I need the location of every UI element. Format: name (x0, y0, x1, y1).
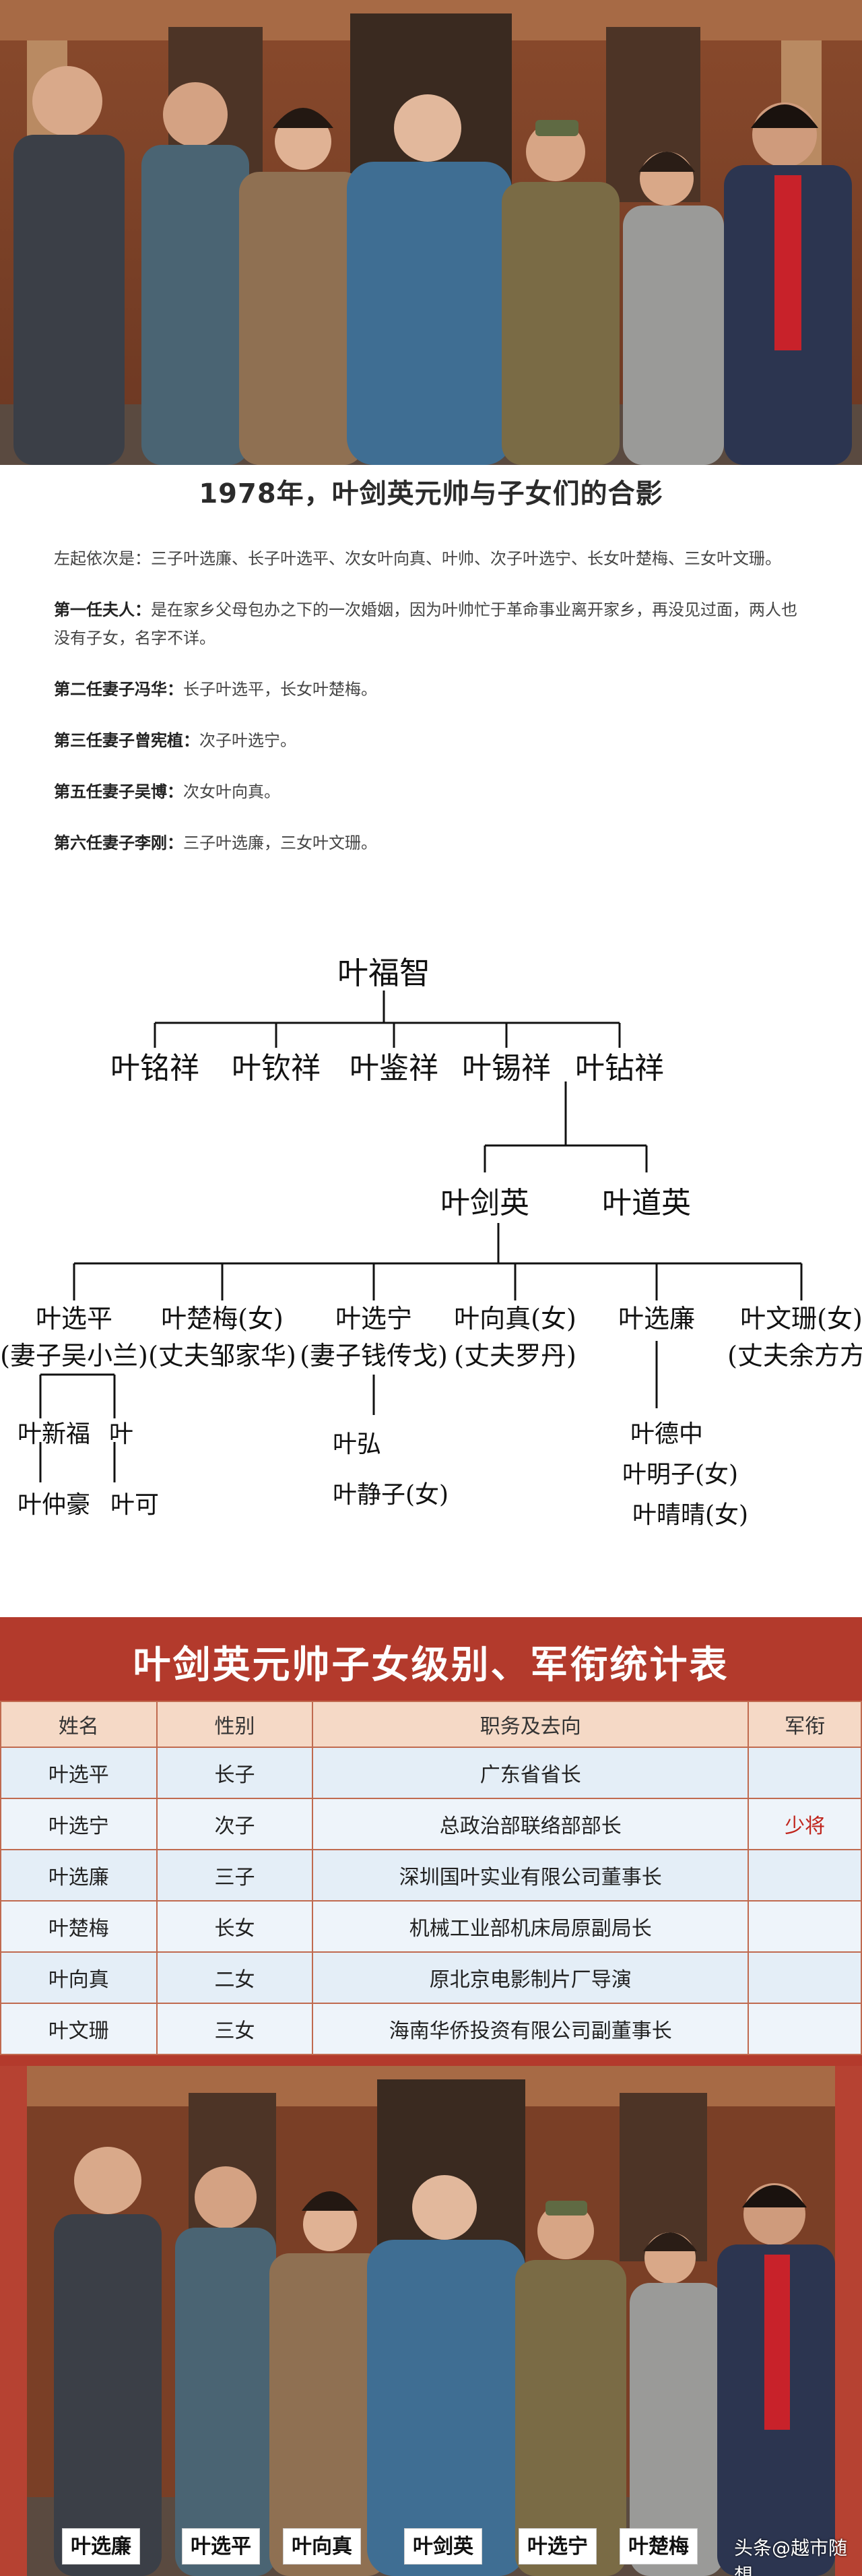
table-row: 叶向真 二女 原北京电影制片厂导演 (0, 1951, 862, 2004)
tree-gen5-item: 叶可 (110, 1491, 159, 1519)
cell-name: 叶选廉 (0, 1849, 158, 1902)
tree-gen5-item: 叶晴晴(女) (632, 1501, 748, 1529)
cell-position: 广东省省长 (312, 1747, 750, 1799)
table-row: 叶选平 长子 广东省省长 (0, 1747, 862, 1799)
caption-title: 1978年，叶剑英元帅与子女们的合影 (199, 478, 663, 509)
photo-name-label: 叶向真 (283, 2528, 361, 2565)
cell-gender: 二女 (156, 1951, 314, 2004)
column-header: 姓名 (0, 1701, 158, 1748)
cell-position: 海南华侨投资有限公司副董事长 (312, 2003, 750, 2055)
caption-body: 左起依次是：三子叶选廉、长子叶选平、次女叶向真、叶帅、次子叶选宁、长女叶楚梅、三… (54, 544, 808, 880)
photo-name-label: 叶选廉 (62, 2528, 140, 2565)
tree-gen5-item: 叶明子(女) (622, 1461, 738, 1488)
table-row: 叶楚梅 长女 机械工业部机床局原副局长 (0, 1900, 862, 1953)
cell-position: 原北京电影制片厂导演 (312, 1951, 750, 2004)
cell-rank: 少将 (748, 1798, 862, 1850)
family-photo-top (0, 0, 862, 465)
cell-rank (748, 1951, 862, 2004)
cell-gender: 三女 (156, 2003, 314, 2055)
rank-table-section: 叶剑英元帅子女级别、军衔统计表 姓名 性别 职务及去向 军衔 叶选平 长子 广东… (0, 1617, 862, 2066)
tree-gen3-item: 叶道英 (602, 1186, 691, 1220)
photo-name-label: 叶选宁 (519, 2528, 597, 2565)
tree-gen4-name: 叶选廉 (618, 1304, 695, 1333)
tree-gen5-item: 叶仲豪 (18, 1491, 90, 1519)
cell-name: 叶向真 (0, 1951, 158, 2004)
family-tree: 叶福智 叶铭祥 叶钦祥 叶鉴祥 叶锡祥 叶钻祥 叶剑英 叶道英 叶选平 (妻子吴… (0, 943, 862, 1583)
tree-gen2-item: 叶鉴祥 (350, 1051, 438, 1086)
table-row: 叶文珊 三女 海南华侨投资有限公司副董事长 (0, 2003, 862, 2055)
caption-paragraph: 第三任妻子曾宪植：次子叶选宁。 (54, 731, 296, 750)
cell-gender: 三子 (156, 1849, 314, 1902)
cell-rank (748, 1900, 862, 1953)
rank-table: 姓名 性别 职务及去向 军衔 叶选平 长子 广东省省长 叶选宁 次子 总政治部联… (0, 1701, 862, 2055)
photo-name-label: 叶选平 (182, 2528, 260, 2565)
caption-paragraph: 第二任妻子冯华：长子叶选平，长女叶楚梅。 (54, 680, 377, 699)
cell-gender: 长子 (156, 1747, 314, 1799)
tree-gen4-name: 叶楚梅(女) (161, 1304, 284, 1333)
tree-gen2-item: 叶锡祥 (462, 1051, 551, 1086)
tree-gen2-item: 叶钦祥 (232, 1051, 321, 1086)
watermark: 头条@越市随想 (734, 2537, 848, 2576)
caption-paragraph: 第五任妻子吴博：次女叶向真。 (54, 782, 280, 801)
column-header: 性别 (156, 1701, 314, 1748)
cell-position: 深圳国叶实业有限公司董事长 (312, 1849, 750, 1902)
photo-name-label: 叶楚梅 (620, 2528, 698, 2565)
tree-gen5-item: 叶弘 (333, 1431, 381, 1458)
tree-gen4-note: (丈夫余方方) (727, 1341, 862, 1371)
tree-gen4-note: (妻子吴小兰) (0, 1341, 148, 1371)
table-row: 叶选廉 三子 深圳国叶实业有限公司董事长 (0, 1849, 862, 1902)
cell-rank (748, 1849, 862, 1902)
tree-gen2-item: 叶钻祥 (575, 1051, 664, 1086)
cell-rank (748, 1747, 862, 1799)
table-header-row: 姓名 性别 职务及去向 军衔 (0, 1701, 862, 1748)
tree-gen3-item: 叶剑英 (440, 1186, 529, 1220)
tree-gen5-item: 叶静子(女) (333, 1481, 449, 1509)
cell-rank (748, 2003, 862, 2055)
tree-gen5-item: 叶新福 (18, 1420, 90, 1448)
cell-position: 总政治部联络部部长 (312, 1798, 750, 1850)
tree-gen2-item: 叶铭祥 (110, 1051, 199, 1086)
tree-gen4-name: 叶文珊(女) (740, 1304, 862, 1333)
photo-name-label: 叶剑英 (404, 2528, 482, 2565)
cell-gender: 长女 (156, 1900, 314, 1953)
tree-gen4-note: (丈夫邹家华) (148, 1341, 296, 1371)
table-row: 叶选宁 次子 总政治部联络部部长 少将 (0, 1798, 862, 1850)
tree-gen5-item: 叶 (109, 1420, 133, 1448)
tree-gen4-name: 叶向真(女) (454, 1304, 576, 1333)
cell-position: 机械工业部机床局原副局长 (312, 1900, 750, 1953)
tree-gen4-note: (丈夫罗丹) (454, 1341, 576, 1371)
caption-paragraph: 第六任妻子李刚：三子叶选廉，三女叶文珊。 (54, 834, 377, 852)
tree-gen4-note: (妻子钱传戈) (300, 1341, 448, 1371)
cell-name: 叶选宁 (0, 1798, 158, 1850)
family-photo-bottom (0, 2066, 862, 2576)
caption-paragraph: 第一任夫人：是在家乡父母包办之下的一次婚姻，因为叶帅忙于革命事业离开家乡，再没见… (54, 600, 797, 648)
cell-name: 叶文珊 (0, 2003, 158, 2055)
table-title: 叶剑英元帅子女级别、军衔统计表 (133, 1643, 729, 1687)
tree-root: 叶福智 (337, 955, 430, 991)
cell-name: 叶楚梅 (0, 1900, 158, 1953)
tree-gen5-item: 叶德中 (630, 1420, 703, 1448)
tree-gen4-name: 叶选平 (36, 1304, 112, 1333)
tree-gen4-name: 叶选宁 (335, 1304, 412, 1333)
column-header: 军衔 (748, 1701, 862, 1748)
caption-paragraph: 左起依次是：三子叶选廉、长子叶选平、次女叶向真、叶帅、次子叶选宁、长女叶楚梅、三… (54, 549, 781, 568)
cell-gender: 次子 (156, 1798, 314, 1850)
column-header: 职务及去向 (312, 1701, 750, 1748)
cell-name: 叶选平 (0, 1747, 158, 1799)
